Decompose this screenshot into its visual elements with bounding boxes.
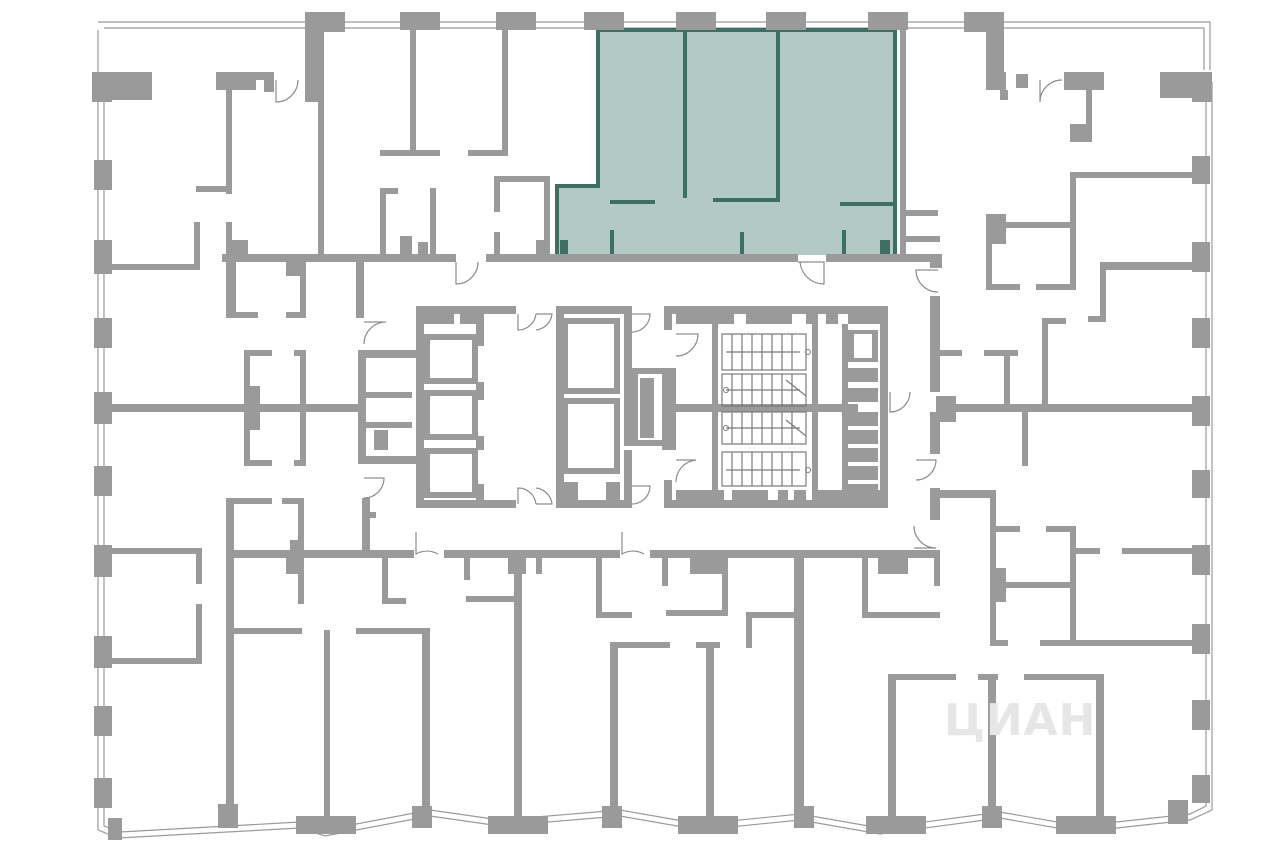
highlighted-apartment[interactable] [555, 28, 897, 256]
walls [92, 12, 1212, 840]
facade-windows [97, 21, 1213, 839]
doors [275, 79, 1063, 556]
watermark-text: ЦИАН [944, 695, 1097, 746]
stairs [721, 333, 811, 487]
